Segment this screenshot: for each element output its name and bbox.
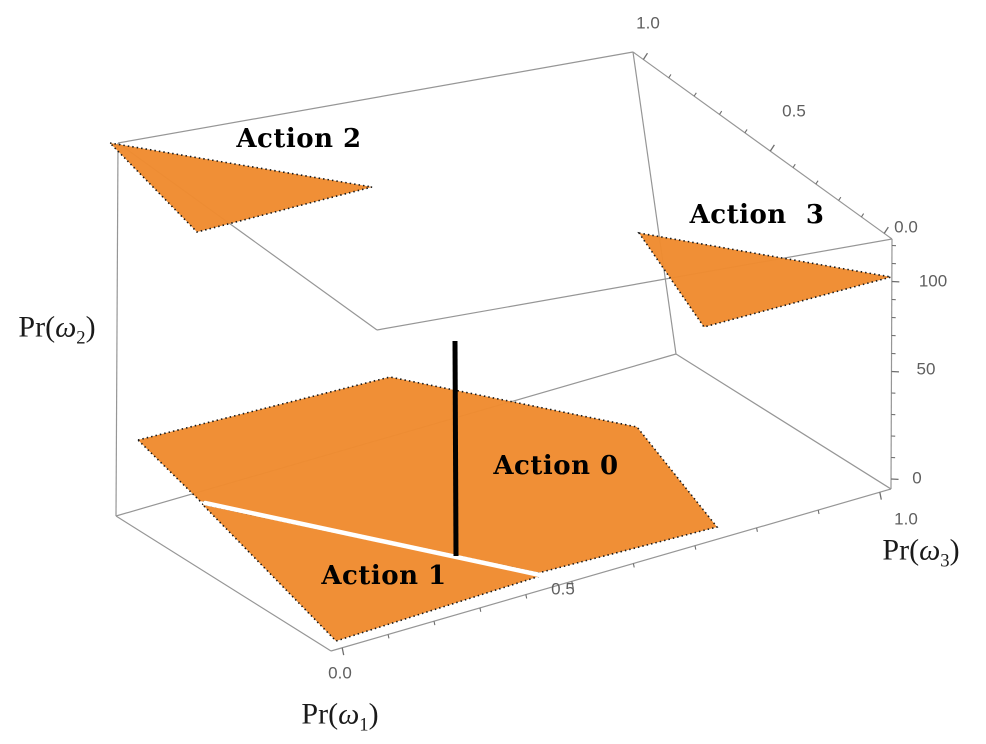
minor-tick — [838, 196, 842, 201]
minor-tick — [693, 92, 697, 97]
minor-tick — [860, 213, 865, 218]
box-edge — [890, 238, 893, 490]
box-edge — [115, 515, 332, 652]
minor-tick — [694, 545, 697, 550]
tick-label: 50 — [917, 359, 936, 378]
box-edge — [117, 51, 634, 144]
tick-label: 0 — [912, 468, 921, 487]
region-action-0 — [136, 376, 719, 574]
box-edge — [330, 488, 892, 652]
major-tick — [341, 647, 345, 656]
action-regions — [107, 141, 892, 642]
box-edge — [632, 51, 677, 355]
region-action-2 — [107, 141, 373, 233]
box-edge — [675, 353, 892, 490]
minor-tick — [479, 607, 482, 612]
tick-label: 1.0 — [636, 13, 660, 32]
query-point-marker-line — [452, 340, 459, 557]
minor-tick — [815, 180, 819, 185]
box-edge — [115, 142, 119, 517]
minor-tick — [792, 163, 796, 168]
box-frame — [115, 51, 893, 652]
region-separator-line — [202, 500, 543, 578]
tick-label: 0.5 — [551, 579, 575, 598]
plot-decorations — [202, 340, 543, 578]
minor-tick — [719, 110, 723, 115]
major-tick — [883, 226, 889, 234]
region-action-3 — [637, 231, 892, 328]
tick-label: 0.0 — [328, 663, 352, 682]
box-edge — [376, 238, 893, 331]
major-tick — [879, 492, 882, 500]
major-tick — [642, 52, 649, 60]
minor-tick — [668, 74, 672, 79]
region-action-1 — [199, 502, 544, 642]
minor-tick — [525, 594, 528, 599]
minor-tick — [433, 621, 436, 626]
tick-label: 0.5 — [782, 101, 806, 120]
minor-tick — [756, 527, 758, 532]
minor-tick — [632, 563, 635, 568]
tick-label: 0.0 — [894, 217, 918, 236]
tick-label: 1.0 — [894, 509, 918, 528]
minor-tick — [387, 634, 390, 639]
box-edge — [632, 51, 893, 240]
minor-tick — [744, 129, 748, 134]
minor-tick — [817, 509, 820, 515]
axis-ticks: 1.0 0.5 0.0 100 50 0 0.0 0.5 1.0 — [328, 13, 947, 682]
tick-label: 100 — [919, 271, 947, 290]
major-tick — [571, 581, 574, 589]
major-tick — [769, 144, 775, 152]
